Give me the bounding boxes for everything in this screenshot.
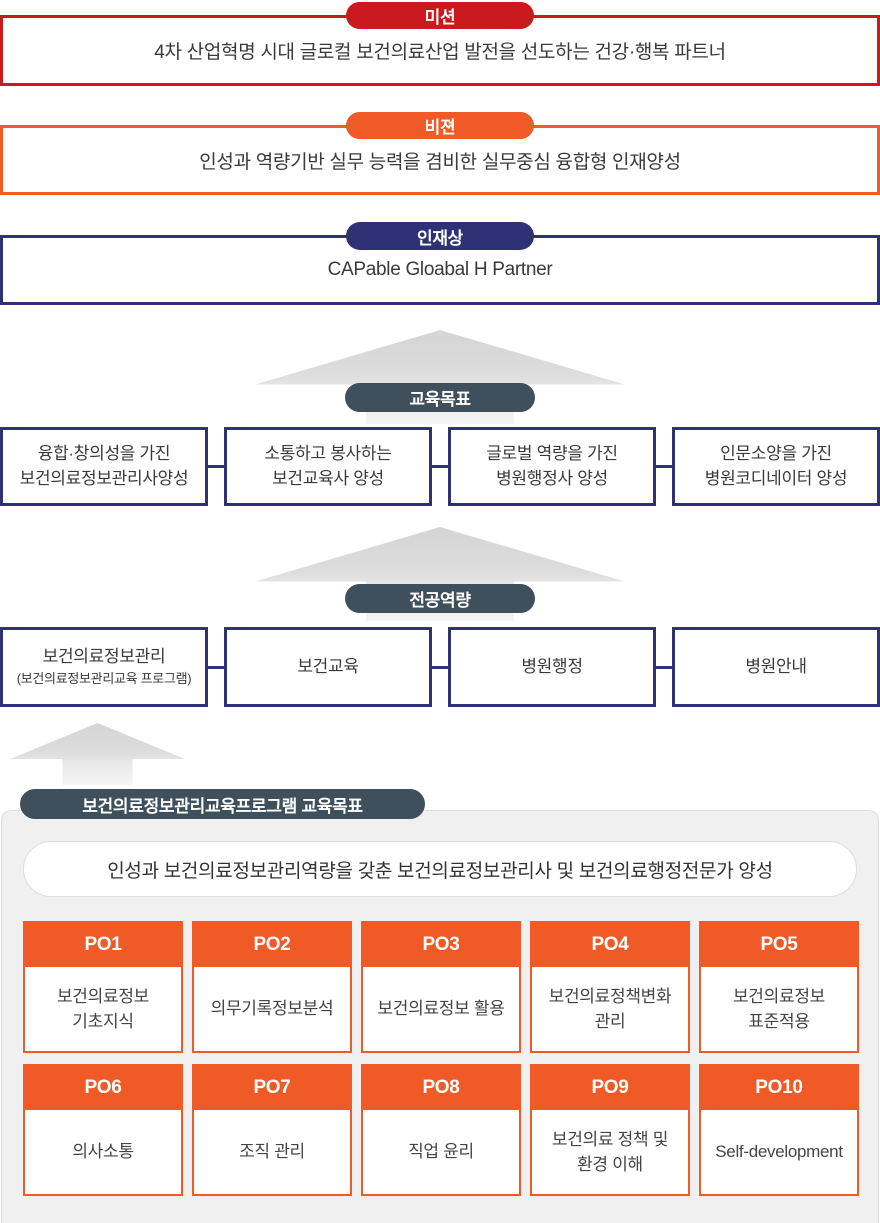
major-box-3-title: 병원행정 (521, 656, 583, 676)
program-summary: 인성과 보건의료정보관리역량을 갖춘 보건의료정보관리사 및 보건의료행정전문가… (23, 841, 857, 897)
edu-goal-box-3: 글로벌 역량을 가진 병원행정사 양성 (448, 427, 656, 506)
po-card-1-label: 보건의료정보 기초지식 (56, 986, 150, 1032)
po-card-7: PO7 조직 관리 (192, 1064, 352, 1196)
po-card-10-label: Self-development (715, 1142, 843, 1162)
talent-badge: 인재상 (346, 222, 534, 250)
major-box-2: 보건교육 (224, 627, 432, 707)
major-box-1-title: 보건의료정보관리 (42, 646, 166, 666)
connector-line (656, 465, 672, 468)
po-card-1: PO1 보건의료정보 기초지식 (23, 921, 183, 1053)
po-card-7-label: 조직 관리 (239, 1142, 305, 1162)
major-box-2-title: 보건교육 (297, 656, 359, 676)
po-card-1-id: PO1 (25, 923, 181, 967)
connector-line (208, 666, 224, 669)
po-card-10-id: PO10 (701, 1066, 857, 1110)
major-box-1-sub: (보건의료정보관리교육 프로그램) (16, 671, 192, 687)
connector-line (656, 666, 672, 669)
po-card-9: PO9 보건의료 정책 및 환경 이해 (530, 1064, 690, 1196)
po-card-5: PO5 보건의료정보 표준적용 (699, 921, 859, 1053)
edu-goal-box-4: 인문소양을 가진 병원코디네이터 양성 (672, 427, 880, 506)
major-box-1: 보건의료정보관리 (보건의료정보관리교육 프로그램) (0, 627, 208, 707)
mission-badge: 미션 (346, 2, 534, 29)
po-card-4-id: PO4 (532, 923, 688, 967)
vision-text: 인성과 역량기반 실무 능력을 겸비한 실무중심 융합형 인재양성 (199, 151, 681, 173)
connector-line (432, 465, 448, 468)
major-competency-badge: 전공역량 (345, 584, 535, 613)
po-card-6: PO6 의사소통 (23, 1064, 183, 1196)
po-card-8-id: PO8 (363, 1066, 519, 1110)
po-card-5-label: 보건의료정보 표준적용 (732, 986, 826, 1032)
po-card-8-label: 직업 윤리 (408, 1142, 474, 1162)
program-summary-text: 인성과 보건의료정보관리역량을 갖춘 보건의료정보관리사 및 보건의료행정전문가… (107, 860, 773, 882)
vision-box: 인성과 역량기반 실무 능력을 겸비한 실무중심 융합형 인재양성 (0, 125, 880, 195)
po-card-2: PO2 의무기록정보분석 (192, 921, 352, 1053)
edu-goal-box-2: 소통하고 봉사하는 보건교육사 양성 (224, 427, 432, 506)
mission-text: 4차 산업혁명 시대 글로컬 보건의료산업 발전을 선도하는 건강·행복 파트너 (154, 42, 726, 63)
po-card-3: PO3 보건의료정보 활용 (361, 921, 521, 1053)
po-card-grid: PO1 보건의료정보 기초지식 PO2 의무기록정보분석 PO3 보건의료정보 … (23, 921, 859, 1196)
po-card-4: PO4 보건의료정책변화 관리 (530, 921, 690, 1053)
vision-badge: 비젼 (346, 112, 534, 139)
po-card-2-id: PO2 (194, 923, 350, 967)
po-card-4-label: 보건의료정책변화 관리 (548, 986, 672, 1032)
po-card-5-id: PO5 (701, 923, 857, 967)
edu-goals-badge: 교육목표 (345, 383, 535, 412)
po-card-6-id: PO6 (25, 1066, 181, 1110)
po-card-7-id: PO7 (194, 1066, 350, 1110)
edu-goal-box-1: 융합·창의성을 가진 보건의료정보관리사양성 (0, 427, 208, 506)
po-card-9-label: 보건의료 정책 및 환경 이해 (551, 1129, 669, 1175)
program-goals-badge: 보건의료정보관리교육프로그램 교육목표 (20, 789, 425, 819)
program-goals-panel: 인성과 보건의료정보관리역량을 갖춘 보건의료정보관리사 및 보건의료행정전문가… (1, 810, 879, 1223)
po-card-3-label: 보건의료정보 활용 (377, 999, 505, 1019)
connector-line (432, 666, 448, 669)
talent-text: CAPable Gloabal H Partner (327, 259, 553, 280)
up-arrow-icon (10, 723, 185, 785)
po-card-8: PO8 직업 윤리 (361, 1064, 521, 1196)
po-card-9-id: PO9 (532, 1066, 688, 1110)
connector-line (208, 465, 224, 468)
po-card-10: PO10 Self-development (699, 1064, 859, 1196)
major-box-4: 병원안내 (672, 627, 880, 707)
major-box-3: 병원행정 (448, 627, 656, 707)
major-box-4-title: 병원안내 (745, 656, 807, 676)
po-card-3-id: PO3 (363, 923, 519, 967)
po-card-6-label: 의사소통 (72, 1142, 134, 1162)
po-card-2-label: 의무기록정보분석 (210, 999, 334, 1019)
